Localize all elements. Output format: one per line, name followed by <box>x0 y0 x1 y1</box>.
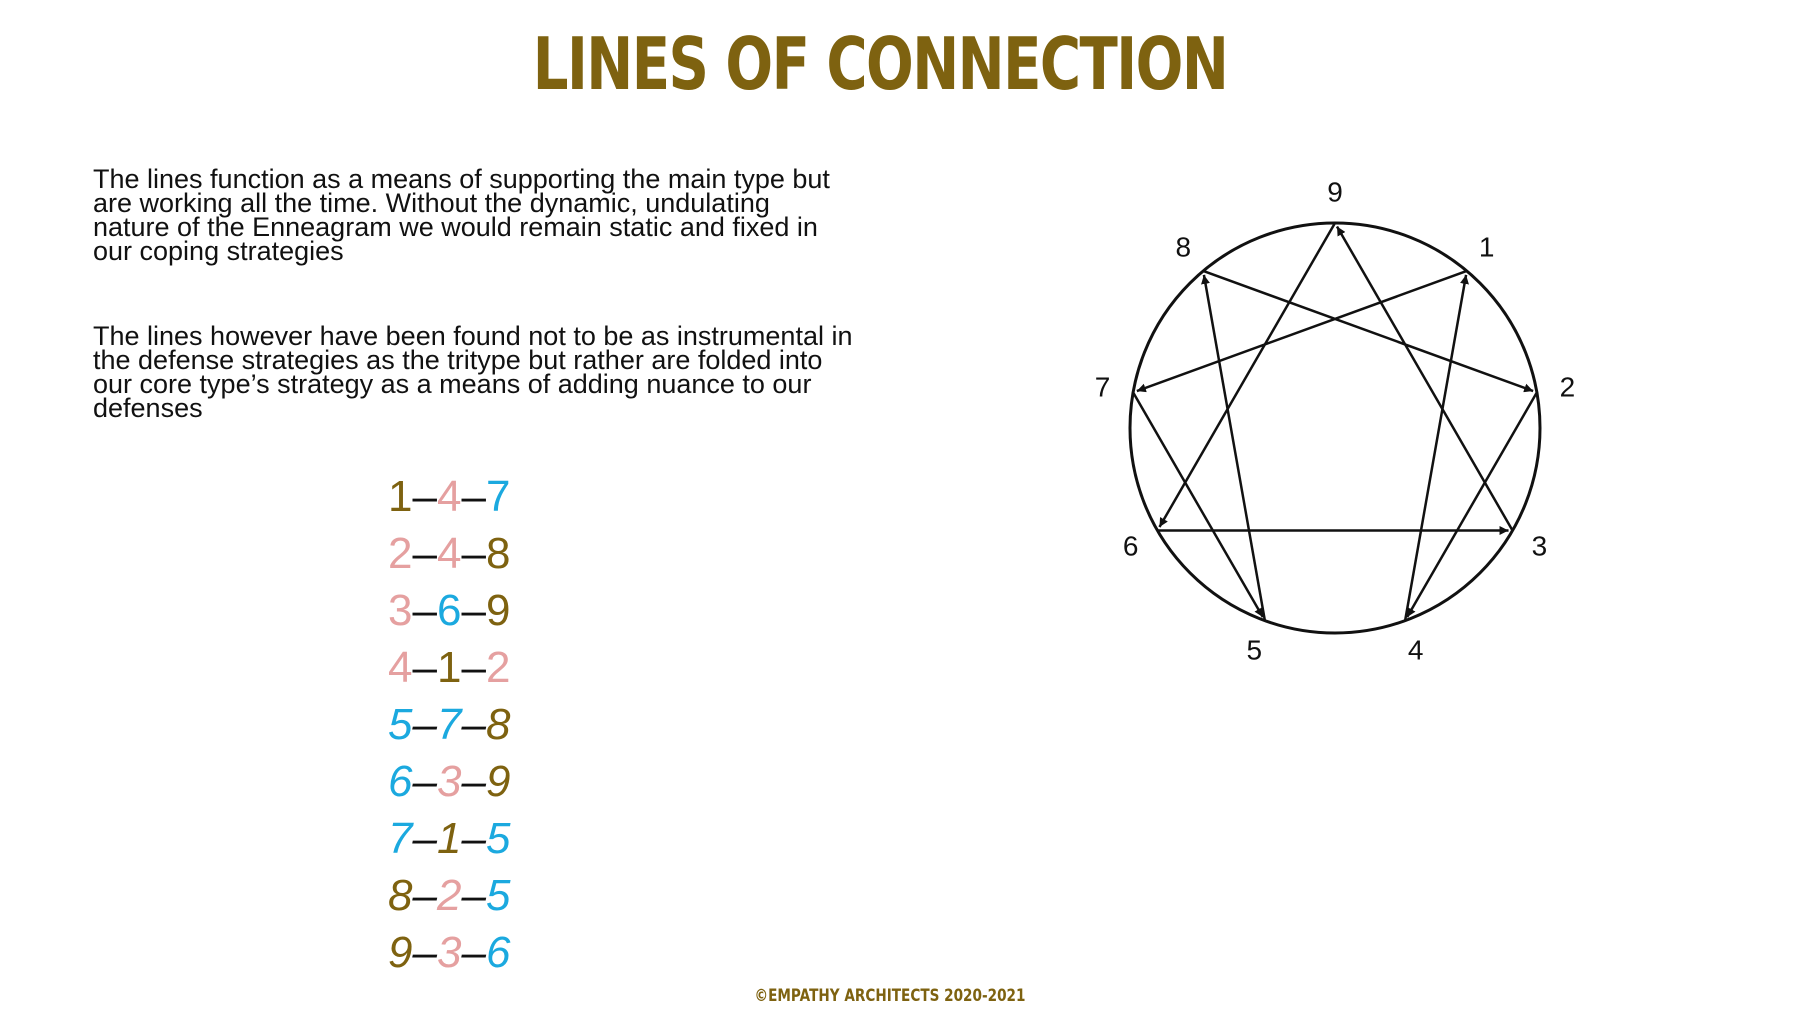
triad-dash: – <box>461 871 486 920</box>
triad-digit: 8 <box>485 700 511 749</box>
point-label: 3 <box>1532 531 1548 562</box>
triad-digit: 7 <box>388 814 413 863</box>
point-label: 7 <box>1095 372 1111 403</box>
triad-dash: – <box>412 871 437 920</box>
triad-digit: 9 <box>388 928 413 977</box>
triad-digit: 2 <box>388 529 413 578</box>
triad-dash: – <box>412 700 437 749</box>
triad-digit: 6 <box>436 586 462 635</box>
connection-arrow <box>1136 269 1468 393</box>
triad-digit: 4 <box>436 529 462 578</box>
triad-item: 4–1–2 <box>388 639 510 696</box>
triad-dash: – <box>461 586 486 635</box>
enneagram-diagram: 9 1 2 3 4 5 6 7 8 <box>1095 177 1576 664</box>
triad-digit: 5 <box>485 871 511 920</box>
triad-digit: 9 <box>485 757 511 806</box>
triad-digit: 6 <box>388 757 413 806</box>
triad-dash: – <box>461 700 486 749</box>
triad-digit: 4 <box>388 643 413 692</box>
triad-dash: – <box>412 928 437 977</box>
triad-item: 5–7–8 <box>388 696 510 753</box>
triad-digit: 6 <box>485 928 511 977</box>
defense-paragraph: The lines however have been found not to… <box>93 321 853 423</box>
triad-item: 2–4–8 <box>388 525 510 582</box>
point-label: 1 <box>1479 232 1495 263</box>
connection-arrow <box>1406 391 1538 618</box>
triad-dash: – <box>461 757 486 806</box>
triad-digit: 4 <box>436 472 462 521</box>
triad-item: 6–3–9 <box>388 753 510 810</box>
triad-item: 1–4–7 <box>388 468 510 525</box>
triad-digit: 2 <box>485 643 511 692</box>
triad-digit: 7 <box>436 700 462 749</box>
triad-digit: 7 <box>485 472 511 521</box>
triad-item: 9–3–6 <box>388 924 510 981</box>
triad-digit: 1 <box>388 472 413 521</box>
triad-dash: – <box>412 586 437 635</box>
triad-digit: 1 <box>436 643 462 692</box>
triad-dash: – <box>461 643 486 692</box>
point-label: 5 <box>1246 634 1262 663</box>
connection-arrow <box>1158 222 1337 528</box>
triad-digit: 1 <box>436 814 462 863</box>
connection-arrow <box>1403 274 1469 621</box>
enneagram-circle <box>1128 221 1542 635</box>
connection-arrow <box>1132 391 1264 618</box>
triad-digit: 2 <box>436 871 462 920</box>
triad-digit: 8 <box>485 529 511 578</box>
point-label: 9 <box>1327 177 1343 208</box>
page-title: LINES OF CONNECTION <box>532 22 1229 106</box>
triad-dash: – <box>412 529 437 578</box>
triad-item: 8–2–5 <box>388 867 510 924</box>
triad-digit: 5 <box>485 814 511 863</box>
point-label: 2 <box>1560 372 1576 403</box>
point-label: 8 <box>1176 232 1192 263</box>
triad-dash: – <box>412 643 437 692</box>
triad-digit: 5 <box>388 700 413 749</box>
point-label: 6 <box>1123 531 1139 562</box>
triad-dash: – <box>461 814 486 863</box>
triad-digit: 3 <box>436 928 462 977</box>
triad-dash: – <box>461 472 486 521</box>
point-label: 4 <box>1408 634 1424 663</box>
triad-digit: 8 <box>388 871 413 920</box>
triad-dash: – <box>412 757 437 806</box>
connection-arrow <box>1335 225 1514 532</box>
triad-item: 3–6–9 <box>388 582 510 639</box>
triad-dash: – <box>461 529 486 578</box>
triad-dash: – <box>461 928 486 977</box>
copyright-footer: ©EMPATHY ARCHITECTS 2020-2021 <box>754 986 1026 1006</box>
triad-digit: 3 <box>436 757 462 806</box>
triad-dash: – <box>412 472 437 521</box>
triad-dash: – <box>412 814 437 863</box>
connection-arrow <box>1202 269 1534 393</box>
triad-item: 7–1–5 <box>388 810 510 867</box>
triad-digit: 3 <box>388 586 413 635</box>
triad-digit: 9 <box>485 586 511 635</box>
intro-paragraph: The lines function as a means of support… <box>93 164 830 266</box>
connection-arrow <box>1201 274 1267 621</box>
